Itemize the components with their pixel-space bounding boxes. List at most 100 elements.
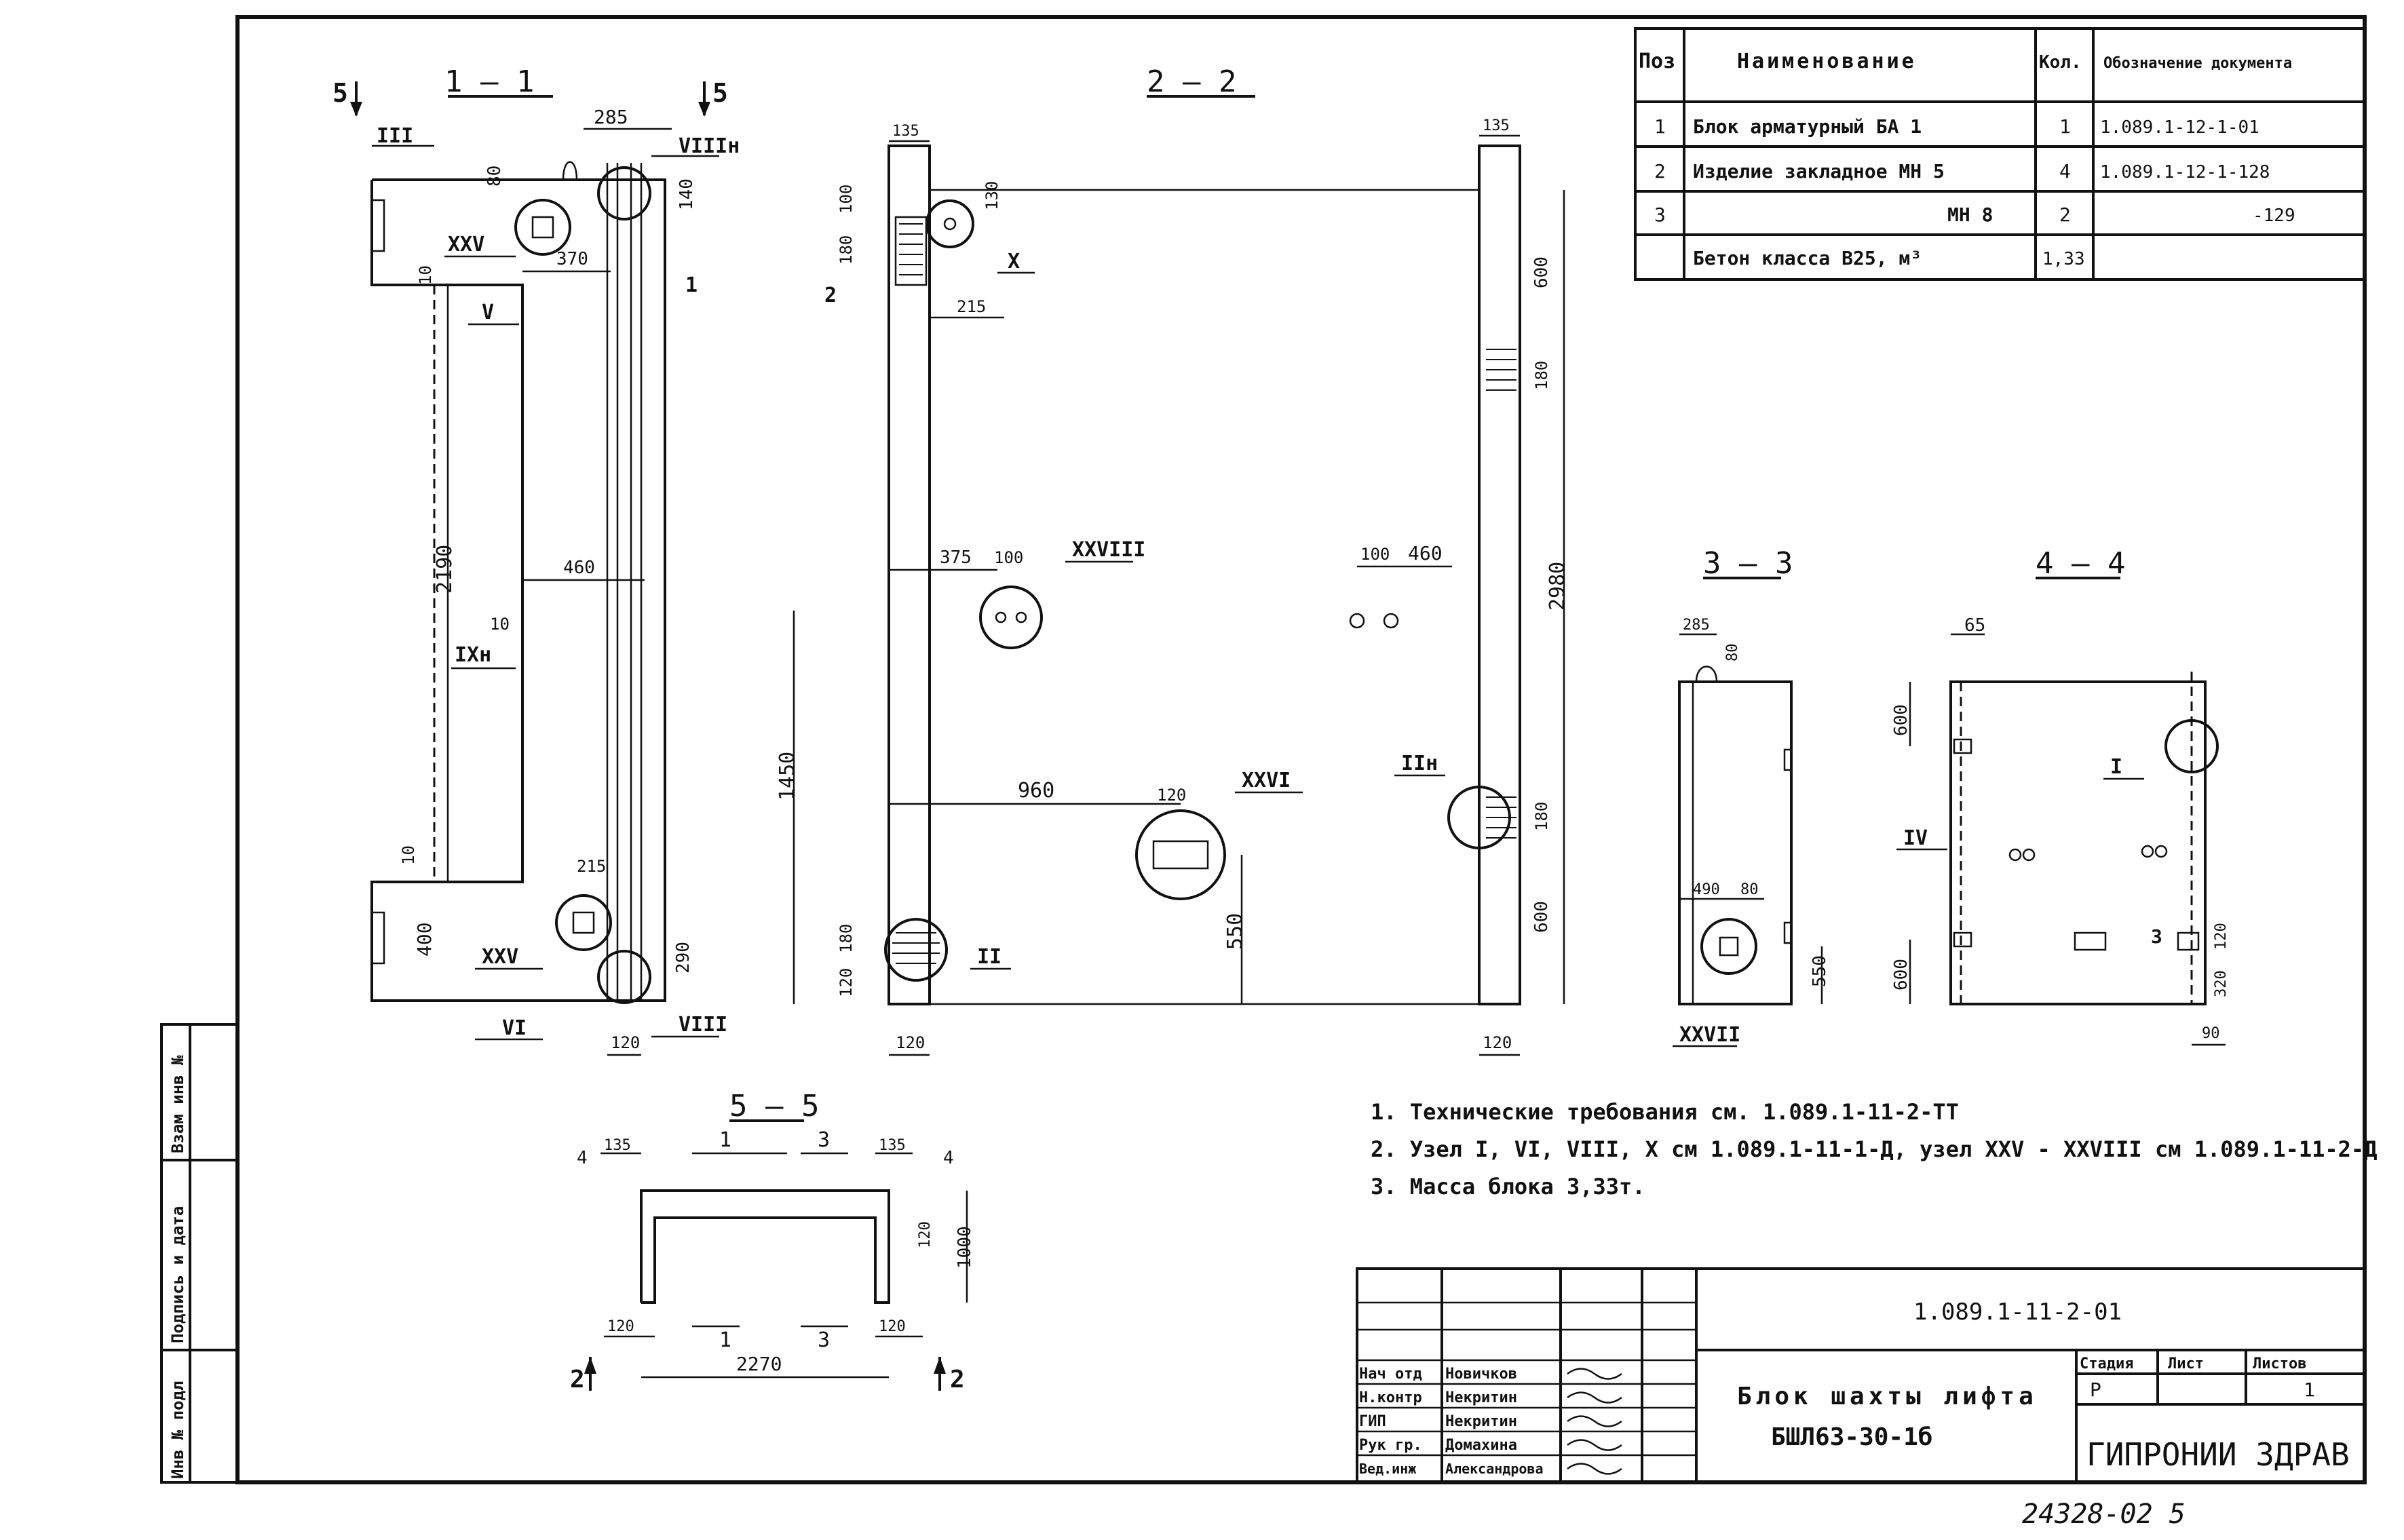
svg-text:10: 10: [416, 265, 435, 285]
spec-row: 2 Изделие закладное МН 5 4 1.089.1-12-1-…: [1654, 160, 2270, 182]
note-1: 1. Технические требования см. 1.089.1-11…: [1371, 1099, 1959, 1125]
svg-text:2270: 2270: [736, 1353, 782, 1375]
signer-row: Н.контр Некритин: [1359, 1389, 1622, 1406]
node-label: IXн: [455, 643, 491, 667]
node-label: VIII: [679, 1013, 727, 1037]
note-2: 2. Узел I, VI, VIII, X см 1.089.1-11-1-Д…: [1371, 1136, 2377, 1162]
node-label: X: [1008, 250, 1020, 273]
node-label: XXV: [448, 233, 484, 256]
svg-text:135: 135: [892, 123, 919, 140]
svg-text:1,33: 1,33: [2042, 249, 2085, 269]
svg-text:МН 8: МН 8: [1947, 204, 1993, 226]
svg-text:600: 600: [1531, 901, 1552, 933]
node-label: VI: [502, 1016, 527, 1040]
stamp-replace-inv: Взам инв №: [168, 1055, 187, 1153]
svg-text:550: 550: [1810, 955, 1830, 987]
svg-text:Новичков: Новичков: [1445, 1366, 1517, 1383]
svg-text:285: 285: [1683, 617, 1710, 634]
svg-text:370: 370: [556, 249, 588, 269]
svg-text:120: 120: [879, 1318, 906, 1335]
signature: [1567, 1463, 1622, 1475]
svg-text:140: 140: [676, 178, 697, 210]
section-1-1: 1 — 1 5 5 285 80 140 370 10: [332, 64, 740, 1056]
svg-text:ГИП: ГИП: [1359, 1413, 1386, 1430]
svg-text:120: 120: [1157, 786, 1186, 805]
spec-header-pos: Поз: [1639, 50, 1675, 73]
signature: [1567, 1368, 1622, 1380]
spec-header-qty: Кол.: [2039, 52, 2082, 73]
svg-text:135: 135: [879, 1137, 906, 1154]
section-4-4: 4 — 4 65 600 600 120 320 90 I IV 3: [1891, 546, 2230, 1046]
section-3-3: 3 — 3 285 80 490 80 550 XXVII: [1673, 546, 1830, 1047]
doc-code: 1.089.1-11-2-01: [1913, 1298, 2122, 1326]
node-label: I: [2110, 755, 2122, 779]
svg-text:Р: Р: [2090, 1379, 2101, 1401]
svg-text:2190: 2190: [433, 545, 457, 594]
svg-text:Некритин: Некритин: [1445, 1413, 1517, 1430]
svg-text:Блок арматурный БА 1: Блок арматурный БА 1: [1693, 115, 1922, 138]
svg-text:120: 120: [607, 1318, 634, 1335]
signer-row: Вед.инж Александрова: [1359, 1461, 1622, 1477]
spec-header-name: Наименование: [1737, 50, 1917, 73]
svg-text:120: 120: [837, 968, 856, 997]
svg-text:80: 80: [484, 166, 505, 187]
svg-text:180: 180: [837, 924, 856, 953]
svg-text:Изделие закладное МН 5: Изделие закладное МН 5: [1693, 160, 1945, 182]
section-title-5-5: 5 — 5: [729, 1089, 819, 1123]
svg-text:2: 2: [1654, 160, 1666, 182]
svg-text:600: 600: [1531, 256, 1552, 288]
section-2-2: 2 — 2: [776, 64, 1569, 1056]
side-stamp: Взам инв № Подпись и дата Инв № подл: [160, 1023, 239, 1484]
svg-text:1450: 1450: [776, 752, 799, 801]
svg-text:1.089.1-12-1-128: 1.089.1-12-1-128: [2100, 162, 2270, 182]
svg-text:4: 4: [943, 1148, 954, 1168]
svg-text:Александрова: Александрова: [1445, 1461, 1544, 1477]
svg-text:Вед.инж: Вед.инж: [1359, 1461, 1416, 1477]
svg-text:1: 1: [2304, 1379, 2315, 1401]
node-label: V: [482, 301, 494, 324]
svg-text:Н.контр: Н.контр: [1359, 1389, 1422, 1406]
svg-text:3: 3: [818, 1328, 830, 1352]
archive-number: 24328-02 5: [2022, 1499, 2186, 1530]
svg-text:285: 285: [594, 106, 628, 128]
svg-text:375: 375: [940, 547, 972, 568]
node-label: III: [377, 124, 413, 148]
svg-text:215: 215: [577, 857, 606, 876]
section-mark: 5: [712, 78, 728, 108]
section-title-1-1: 1 — 1: [444, 64, 534, 99]
position-label: 1: [685, 273, 698, 297]
node-label: II: [977, 945, 1001, 969]
svg-text:400: 400: [413, 922, 436, 957]
svg-text:180: 180: [1532, 802, 1551, 831]
svg-text:120: 120: [611, 1033, 640, 1052]
signature: [1567, 1415, 1622, 1427]
stamp-signature-date: Подпись и дата: [168, 1206, 187, 1343]
section-5-5: 5 — 5 4 4 1 3 1 3 135 135 120 1000 120 1…: [570, 1089, 975, 1393]
svg-text:460: 460: [1408, 542, 1443, 564]
title-block: Нач отд Новичков Н.контр Некритин ГИП Не…: [1356, 1267, 2366, 1484]
node-label: XXVI: [1242, 769, 1291, 792]
svg-text:80: 80: [1724, 644, 1741, 662]
node-label: IV: [1903, 826, 1928, 850]
position-label: 2: [824, 284, 837, 307]
spec-row: Бетон класса В25, м³ 1,33: [1693, 247, 2085, 269]
node-label: VIIIн: [679, 134, 740, 158]
svg-text:2: 2: [950, 1366, 965, 1393]
node-label: IIн: [1401, 752, 1438, 775]
svg-text:Рук гр.: Рук гр.: [1359, 1437, 1422, 1454]
svg-text:1: 1: [719, 1128, 731, 1152]
svg-text:290: 290: [673, 942, 693, 974]
svg-text:100: 100: [837, 185, 856, 214]
svg-text:2980: 2980: [1546, 562, 1569, 611]
svg-text:320: 320: [2213, 970, 2230, 997]
section-title-3-3: 3 — 3: [1703, 546, 1793, 581]
svg-text:1000: 1000: [955, 1226, 975, 1269]
spec-table: Поз Наименование Кол. Обозначение докуме…: [1634, 27, 2366, 281]
svg-text:120: 120: [917, 1221, 934, 1248]
svg-text:550: 550: [1223, 913, 1247, 950]
svg-text:100: 100: [994, 548, 1023, 567]
signer-row: Рук гр. Домахина: [1359, 1437, 1622, 1454]
svg-text:4: 4: [2059, 160, 2071, 182]
svg-text:135: 135: [604, 1137, 631, 1154]
